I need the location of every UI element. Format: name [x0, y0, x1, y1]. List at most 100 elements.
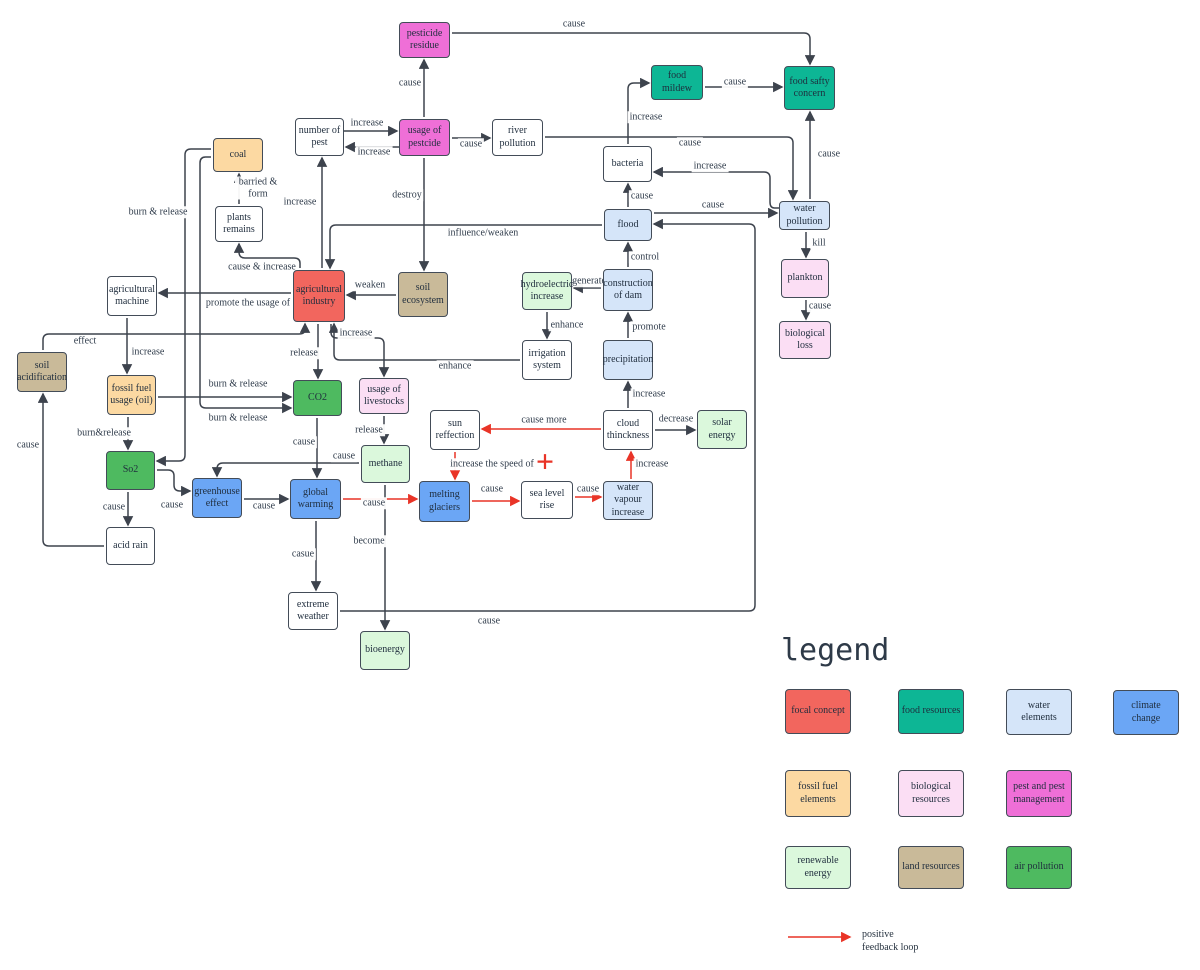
node-bioenergy[interactable]: bioenergy: [360, 631, 410, 670]
node-label-water-pollution: water pollution: [786, 203, 823, 227]
edge-label-precipitation-to-construction-of-dam: promote: [630, 321, 668, 333]
legend-item-land[interactable]: land resources: [898, 846, 964, 889]
edge-label-agricultural-industry-to-usage-of-livestocks: increase: [337, 327, 375, 339]
node-label-usage-of-livestocks: usage of livestocks: [364, 383, 404, 407]
node-sun-reffection[interactable]: sun reffection: [430, 410, 480, 450]
node-label-pesticide-residue: pesticide residue: [406, 27, 443, 51]
node-water-pollution[interactable]: water pollution: [779, 201, 830, 230]
legend-item-bio[interactable]: biological resources: [898, 770, 964, 817]
node-global-warming[interactable]: global warming: [290, 479, 341, 519]
node-label-number-of-pest: number of pest: [298, 124, 341, 148]
node-plankton[interactable]: plankton: [781, 259, 829, 298]
node-pesticide-residue[interactable]: pesticide residue: [399, 22, 450, 58]
legend-item-water[interactable]: water elements: [1006, 689, 1072, 735]
edge-label-water-pollution-to-plankton: kill: [810, 237, 828, 249]
node-usage-of-pestcide[interactable]: usage of pestcide: [399, 119, 450, 156]
edge-label-irrigation-system-to-agricultural-industry: enhance: [436, 360, 474, 372]
edge-label-methane-to-greenhouse-effect: cause: [330, 450, 358, 462]
node-extreme-weather[interactable]: extreme weather: [288, 592, 338, 630]
node-label-coal: coal: [229, 148, 247, 160]
node-sea-level-rise[interactable]: sea level rise: [521, 481, 573, 519]
node-food-safty-concern[interactable]: food safty concern: [784, 66, 835, 110]
node-biological-loss[interactable]: biological loss: [779, 321, 831, 359]
node-bacteria[interactable]: bacteria: [603, 146, 652, 182]
edge-label-acid-rain-to-soil-acidification: cause: [14, 439, 42, 451]
node-coal[interactable]: coal: [213, 138, 263, 172]
node-methane[interactable]: methane: [361, 445, 410, 483]
node-label-irrigation-system: irrigation system: [528, 347, 566, 371]
node-acid-rain[interactable]: acid rain: [106, 527, 155, 565]
node-label-agricultural-industry: agricultural industry: [295, 283, 343, 307]
legend-item-climate[interactable]: climate change: [1113, 690, 1179, 735]
node-label-plants-remains: plants remains: [223, 211, 255, 235]
edge-flood-to-agricultural-industry: [324, 224, 602, 270]
edge-label-construction-of-dam-to-hydroelectric-increase: generate: [570, 275, 608, 287]
node-so2[interactable]: So2: [106, 451, 155, 490]
legend-item-food[interactable]: food resources: [898, 689, 964, 734]
node-soil-ecosystem[interactable]: soil ecosystem: [398, 272, 448, 317]
edge-label-fossil-fuel-usage-oil-to-co2: burn & release: [206, 378, 270, 390]
node-label-bacteria: bacteria: [611, 157, 644, 169]
node-hydroelectric-increase[interactable]: hydroelectric increase: [520, 272, 574, 310]
edge-label-plankton-to-biological-loss: cause: [806, 300, 834, 312]
node-label-precipitation: precipitation: [602, 353, 654, 365]
edge-label-agricultural-industry-to-agricultural-machine: promote the usage of: [203, 297, 293, 309]
legend-item-label-water: water elements: [1021, 699, 1057, 723]
edge-label-methane-to-bioenergy: become: [351, 535, 387, 547]
node-label-biological-loss: biological loss: [785, 327, 825, 351]
edge-label-cloud-thinckness-to-sun-reffection: cause more: [519, 414, 569, 426]
legend-item-pest[interactable]: pest and pest management: [1006, 770, 1072, 817]
edge-water-pollution-to-bacteria: [652, 166, 779, 209]
edge-acid-rain-to-soil-acidification: [37, 392, 104, 547]
node-greenhouse-effect[interactable]: greenhouse effect: [192, 478, 242, 518]
node-melting-glaciers[interactable]: melting glaciers: [419, 481, 470, 522]
node-label-agricultural-machine: agricultural machine: [108, 283, 156, 307]
legend-item-label-pest: pest and pest management: [1013, 781, 1065, 805]
node-flood[interactable]: flood: [604, 209, 652, 241]
node-fossil-fuel-usage-oil[interactable]: fossil fuel usage (oil): [107, 375, 156, 415]
node-label-soil-ecosystem: soil ecosystem: [402, 282, 444, 306]
node-soil-acidification[interactable]: soil acidification: [17, 352, 67, 392]
node-label-water-vapour-increase: water vapour increase: [611, 482, 645, 518]
node-label-sun-reffection: sun reffection: [435, 417, 475, 441]
legend-item-focal[interactable]: focal concept: [785, 689, 851, 734]
node-agricultural-industry[interactable]: agricultural industry: [293, 270, 345, 322]
node-irrigation-system[interactable]: irrigation system: [522, 340, 572, 380]
node-water-vapour-increase[interactable]: water vapour increase: [603, 481, 653, 520]
edge-label-fossil-fuel-usage-oil-to-so2: burn&release: [75, 427, 133, 439]
edge-methane-to-greenhouse-effect: [211, 462, 359, 478]
edge-label-coal-to-so2: burn & release: [126, 206, 190, 218]
edge-label-melting-glaciers-to-sea-level-rise: cause: [478, 483, 506, 495]
node-agricultural-machine[interactable]: agricultural machine: [107, 276, 157, 316]
edge-label-greenhouse-effect-to-global-warming: cause: [250, 500, 278, 512]
node-cloud-thinckness[interactable]: cloud thinckness: [603, 410, 653, 450]
edge-label-cloud-thinckness-to-solar-energy: decrease: [656, 413, 696, 425]
node-number-of-pest[interactable]: number of pest: [295, 118, 344, 156]
legend-item-renewable[interactable]: renewable energy: [785, 846, 851, 889]
edge-label-food-mildew-to-food-safty-concern: cause: [721, 76, 749, 88]
node-precipitation[interactable]: precipitation: [603, 340, 653, 380]
node-river-pollution[interactable]: river pollution: [492, 119, 543, 156]
node-label-fossil-fuel-usage-oil: fossil fuel usage (oil): [110, 382, 153, 406]
node-usage-of-livestocks[interactable]: usage of livestocks: [359, 378, 409, 414]
node-label-construction-of-dam: construction of dam: [603, 277, 653, 301]
edge-label-usage-of-pestcide-to-river-pollution: cause: [457, 138, 485, 150]
legend-item-air[interactable]: air pollution: [1006, 846, 1072, 889]
edge-label-usage-of-pestcide-to-number-of-pest: increase: [355, 146, 393, 158]
positive-feedback-loop-label: positive feedback loop: [862, 929, 919, 953]
node-food-mildew[interactable]: food mildew: [651, 65, 703, 100]
node-co2[interactable]: CO2: [293, 380, 342, 416]
edge-label-flood-to-bacteria: cause: [628, 190, 656, 202]
node-construction-of-dam[interactable]: construction of dam: [603, 269, 653, 311]
edge-label-soil-acidification-to-agricultural-industry: effect: [71, 335, 99, 347]
edge-irrigation-system-to-agricultural-industry: [328, 322, 520, 361]
edge-label-water-vapour-increase-to-cloud-thinckness: increase: [633, 458, 671, 470]
edge-label-coal-to-co2: burn & release: [206, 412, 270, 424]
node-label-cloud-thinckness: cloud thinckness: [606, 417, 650, 441]
node-label-hydroelectric-increase: hydroelectric increase: [520, 278, 574, 302]
legend-item-fossil[interactable]: fossil fuel elements: [785, 770, 851, 817]
node-solar-energy[interactable]: solar energy: [697, 410, 747, 449]
node-plants-remains[interactable]: plants remains: [215, 206, 263, 242]
